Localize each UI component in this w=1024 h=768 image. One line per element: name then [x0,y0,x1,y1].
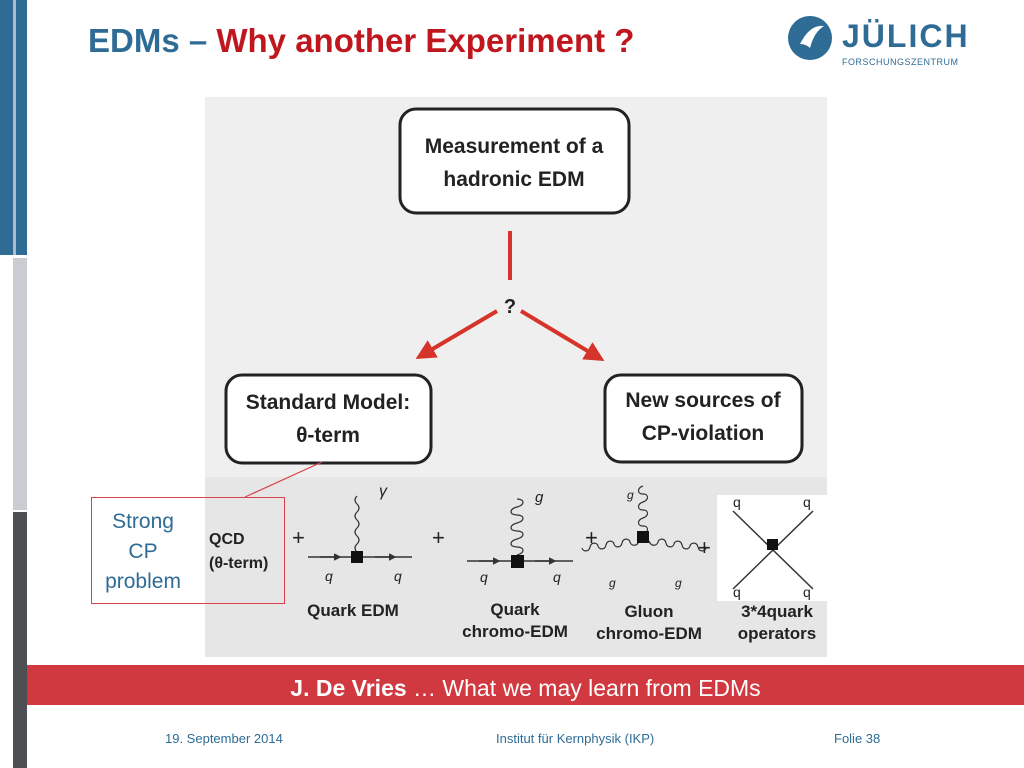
photon-label: γ [379,483,388,500]
slide-title-part1: EDMs – [88,22,217,59]
quark-cedm-label-line1: Quark [490,600,540,619]
fourquark-q-br: q [803,584,811,600]
top-node-line2: hadronic EDM [443,168,584,191]
edm-diagram: Measurement of a hadronic EDM ? Standard… [205,97,827,657]
quark-edm-q-left: q [325,568,333,584]
annotation-pointer [244,461,323,498]
gluon-cedm-g-left: g [609,576,616,590]
gluon-cedm-feynman [581,485,707,552]
right-node-box [603,373,804,464]
citation-banner [27,665,1024,705]
logo-wordmark: JÜLICH [842,18,970,54]
juelich-logo-icon [788,16,832,60]
top-node-box [398,107,631,215]
strong-cp-line2: CP [128,540,158,563]
footer-date: 19. September 2014 [165,731,283,746]
plus-2: + [432,525,445,550]
fourquark-label-line2: operators [738,624,816,643]
fourquark-feynman [732,510,814,590]
qcd-label-line1: QCD [209,531,245,548]
quark-cedm-feynman [467,498,573,568]
side-stripe-dark [13,512,27,768]
left-node-box [224,373,433,465]
plus-1: + [292,525,305,550]
qcd-label-line2: (θ-term) [209,555,268,572]
quark-edm-label: Quark EDM [307,601,399,620]
footer-institute: Institut für Kernphysik (IKP) [496,731,655,746]
arrow-right [519,309,605,362]
fourquark-label-line1: 3*4quark [741,602,813,621]
citation-text: J. De Vries … What we may learn from EDM… [27,675,1024,702]
gluon-cedm-g-top: g [627,488,634,502]
right-node-line2: CP-violation [642,422,765,445]
gluon-cedm-label-line1: Gluon [624,602,673,621]
left-node-line1: Standard Model: [246,391,411,414]
gluon-cedm-label-line2: chromo-EDM [596,624,702,643]
arrow-left [415,309,499,360]
side-stripe-line [13,0,16,255]
strong-cp-line1: Strong [112,510,174,533]
quark-edm-feynman [308,495,412,563]
quark-cedm-q-left: q [480,569,488,585]
fourquark-q-tl: q [733,494,741,510]
top-node-line1: Measurement of a [425,135,604,158]
side-stripe-grey [13,258,27,510]
slide-title-part2: Why another Experiment ? [216,22,635,59]
right-node-line1: New sources of [625,389,781,412]
strong-cp-text: Strong CP problem [92,507,194,597]
left-node-line2: θ-term [296,424,360,447]
quark-cedm-label-line2: chromo-EDM [462,622,568,641]
footer-slide-number: Folie 38 [834,731,881,746]
plus-4: + [698,535,711,560]
gluon-cedm-g-right: g [675,576,682,590]
citation-author: J. De Vries [290,675,407,701]
slide-title: EDMs – Why another Experiment ? [88,22,634,60]
quark-edm-q-right: q [394,568,402,584]
plus-3: + [585,525,598,550]
quark-cedm-q-right: q [553,569,561,585]
strong-cp-box [91,497,285,604]
quark-cedm-gluon-label: g [535,489,544,506]
fourquark-q-bl: q [733,584,741,600]
strong-cp-line3: problem [105,570,181,593]
question-mark: ? [504,296,516,318]
logo-subtitle: FORSCHUNGSZENTRUM [842,57,959,67]
fourquark-q-tr: q [803,494,811,510]
citation-title: … What we may learn from EDMs [406,675,761,701]
